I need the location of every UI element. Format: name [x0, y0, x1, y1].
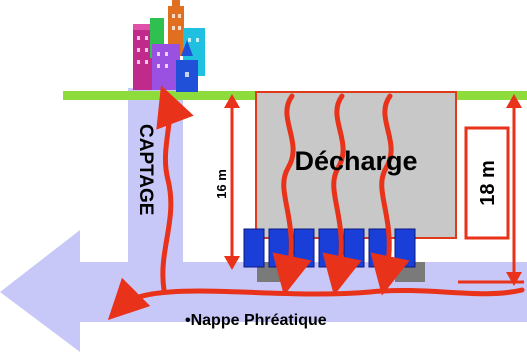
pollution-flow-arrow	[107, 277, 525, 321]
leachate-arrow	[272, 93, 312, 296]
depth-dimension-right	[458, 94, 524, 286]
aquifer-label: •Nappe Phréatique	[185, 312, 327, 329]
depth-dimension-left	[224, 94, 240, 270]
depth-label-right: 18 m	[477, 160, 499, 206]
barrier-block	[293, 228, 315, 268]
barrier-block	[268, 228, 290, 268]
well-rising-arrow	[156, 85, 194, 293]
depth-label-right-box	[464, 126, 510, 240]
landfill-label: Décharge	[294, 146, 417, 176]
leachate-arrows	[272, 93, 410, 296]
city-buildings-icon	[133, 0, 205, 92]
barrier-block	[243, 228, 265, 268]
barrier-block	[394, 228, 416, 268]
leachate-arrow	[370, 93, 410, 296]
leachate-arrow	[322, 93, 362, 296]
well-label: CAPTAGE	[135, 124, 156, 215]
barrier-block	[318, 228, 340, 268]
depth-label-left: 16 m	[214, 169, 229, 199]
barrier-block	[343, 228, 365, 268]
